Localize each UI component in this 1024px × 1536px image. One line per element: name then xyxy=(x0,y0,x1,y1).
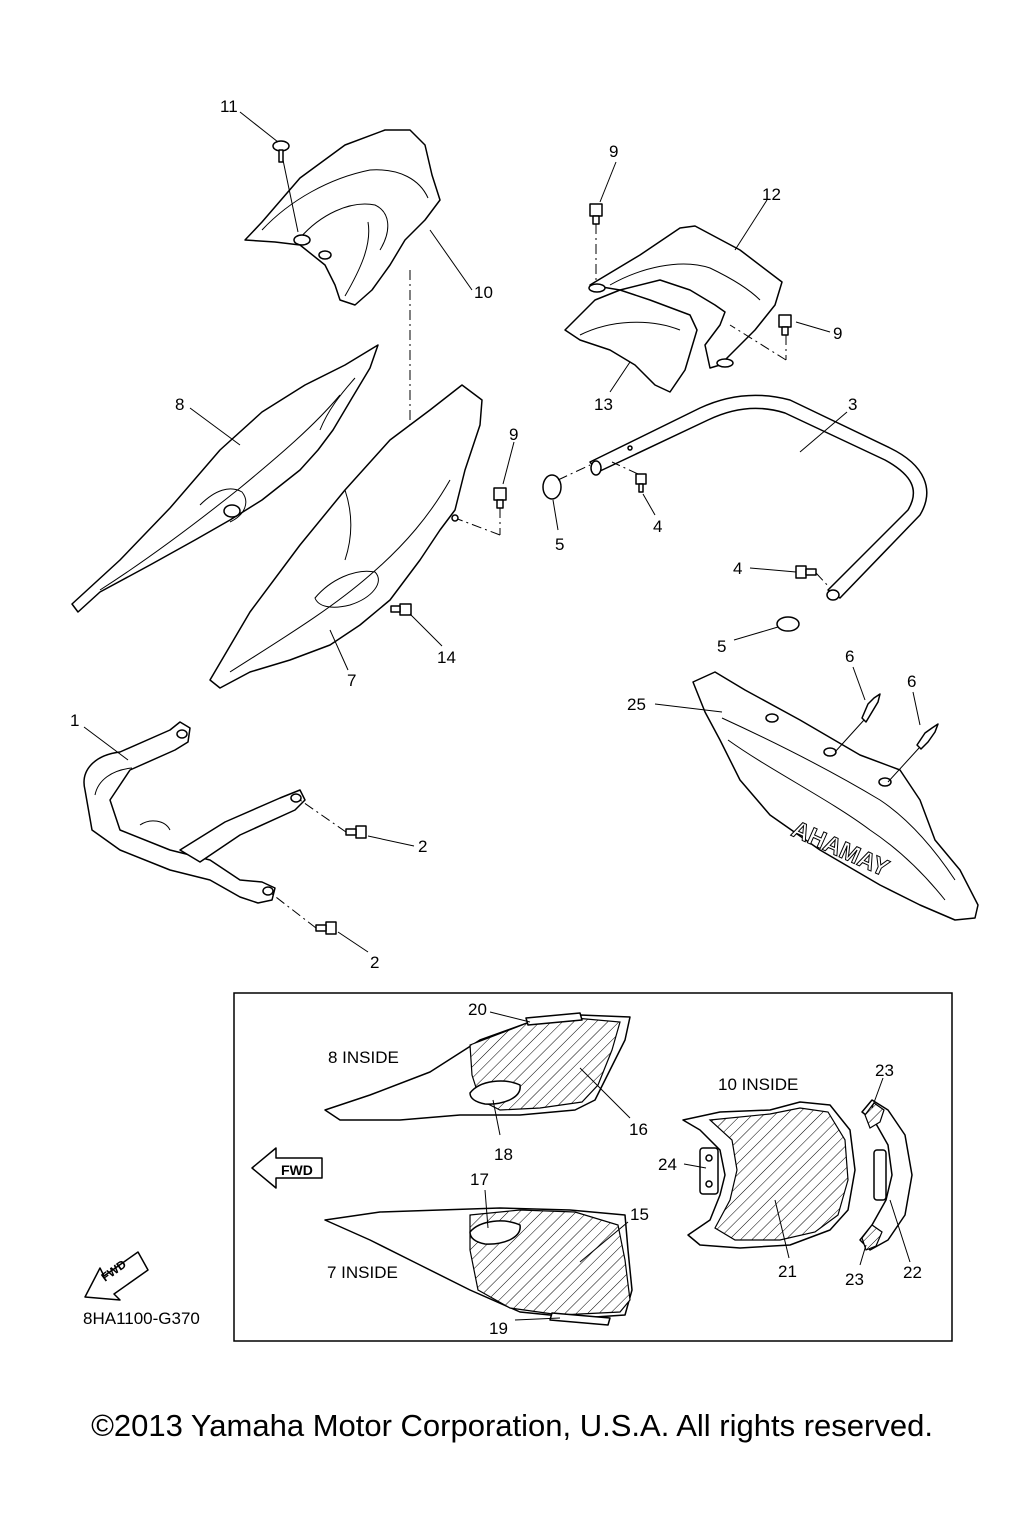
part-9-bolt-side xyxy=(451,487,507,536)
inset-10-inside: 10 INSIDE xyxy=(682,1075,856,1249)
callout-4-left: 4 xyxy=(653,517,662,536)
inset-22-23-pieces xyxy=(859,1099,913,1251)
callout-14: 14 xyxy=(437,648,456,667)
callout-9-top: 9 xyxy=(609,142,618,161)
part-14-bolt xyxy=(390,603,412,616)
callout-21: 21 xyxy=(778,1262,797,1281)
part-9-bolt-upper xyxy=(589,203,603,282)
part-3-grab-bar xyxy=(589,394,928,601)
inset-inside-view-box: 8 INSIDE 7 INSIDE 10 INSIDE xyxy=(233,992,953,1342)
callout-9-side: 9 xyxy=(509,425,518,444)
callout-6-right: 6 xyxy=(907,672,916,691)
part-13-inner-cover xyxy=(564,289,698,393)
callout-16: 16 xyxy=(629,1120,648,1139)
part-4-bolt-right xyxy=(795,565,831,589)
callout-6-left: 6 xyxy=(845,647,854,666)
part-10-seat-cowl xyxy=(244,129,441,306)
callout-9-right: 9 xyxy=(833,324,842,343)
inset-fwd-label: FWD xyxy=(281,1162,313,1178)
callout-24: 24 xyxy=(658,1155,677,1174)
callout-13: 13 xyxy=(594,395,613,414)
callout-22: 22 xyxy=(903,1263,922,1282)
part-6-rivet-left xyxy=(834,693,881,753)
callout-10: 10 xyxy=(474,283,493,302)
part-12-rear-cover xyxy=(588,225,783,369)
callout-2-upper: 2 xyxy=(418,837,427,856)
part-5-cap-lower xyxy=(776,616,800,632)
part-9-bolt-right xyxy=(729,314,792,361)
figure-code: 8HA1100-G370 xyxy=(83,1309,200,1328)
copyright-notice: ©2013 Yamaha Motor Corporation, U.S.A. A… xyxy=(91,1408,933,1443)
part-2-bolt-upper xyxy=(299,799,367,839)
callout-2-lower: 2 xyxy=(370,953,379,972)
part-1-bracket xyxy=(83,721,306,904)
callout-4-right: 4 xyxy=(733,559,742,578)
part-4-bolt-left xyxy=(611,461,647,493)
part-11-screw xyxy=(272,140,299,233)
callout-20: 20 xyxy=(468,1000,487,1019)
inset-fwd-arrow: FWD xyxy=(251,1147,323,1189)
callout-5-left: 5 xyxy=(555,535,564,554)
callout-3: 3 xyxy=(848,395,857,414)
inset-7-inside: 7 INSIDE xyxy=(324,1207,633,1326)
inset-8-inside: 8 INSIDE xyxy=(324,1012,631,1121)
callout-7: 7 xyxy=(347,671,356,690)
inset-caption-7-inside: 7 INSIDE xyxy=(327,1263,398,1282)
callout-12: 12 xyxy=(762,185,781,204)
callout-15: 15 xyxy=(630,1205,649,1224)
callouts-main: 11 10 9 12 9 13 3 8 9 5 4 4 5 7 14 6 6 2… xyxy=(70,97,921,972)
callout-5-right: 5 xyxy=(717,637,726,656)
part-7-side-cover xyxy=(209,384,483,689)
fwd-arrow: FWD xyxy=(84,1251,149,1301)
callout-8: 8 xyxy=(175,395,184,414)
callout-18: 18 xyxy=(494,1145,513,1164)
part-6-rivet-right xyxy=(887,723,939,783)
callout-17: 17 xyxy=(470,1170,489,1189)
inset-caption-10-inside: 10 INSIDE xyxy=(718,1075,798,1094)
callout-25: 25 xyxy=(627,695,646,714)
callout-23-bottom: 23 xyxy=(845,1270,864,1289)
part-25-rear-fender: AHAMAY xyxy=(692,671,979,921)
callout-1: 1 xyxy=(70,711,79,730)
part-2-bolt-lower xyxy=(271,893,337,935)
callout-11: 11 xyxy=(220,97,238,116)
part-5-cap xyxy=(542,464,591,500)
part-8-side-cover xyxy=(71,344,379,613)
callout-19: 19 xyxy=(489,1319,508,1338)
callout-23-top: 23 xyxy=(875,1061,894,1080)
inset-caption-8-inside: 8 INSIDE xyxy=(328,1048,399,1067)
